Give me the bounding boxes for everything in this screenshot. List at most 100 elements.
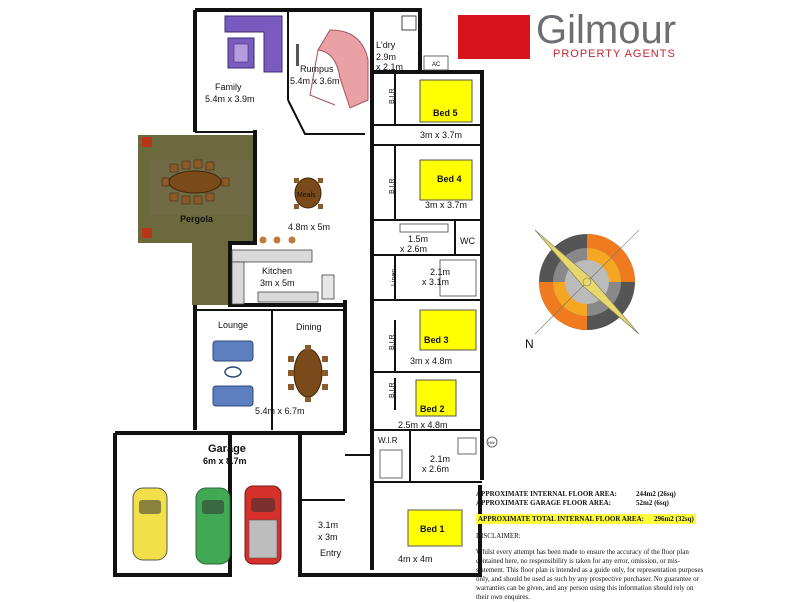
dining-label: Dining — [296, 322, 322, 332]
rumpus-room: Rumpus 5.4m x 3.6m — [290, 29, 369, 109]
entry-label: Entry — [320, 548, 342, 558]
laundry-tub — [401, 15, 417, 31]
ensuite-size-2: x 2.6m — [422, 464, 449, 474]
compass-north: N — [525, 337, 534, 351]
family-sofa — [224, 15, 283, 73]
pergola-area: Pergola — [138, 135, 255, 305]
bed1-size: 4m x 4m — [398, 554, 433, 564]
bed3-label: Bed 3 — [424, 335, 449, 345]
car-yellow — [132, 487, 168, 561]
family-size: 5.4m x 3.9m — [205, 94, 255, 104]
area-summary: APPROXIMATE INTERNAL FLOOR AREA: 244m2 (… — [476, 490, 796, 602]
bed2-size: 2.5m x 4.8m — [398, 420, 448, 430]
bed5-label: Bed 5 — [433, 108, 458, 118]
hot-water-icon — [486, 436, 498, 448]
bed3-room: Bed 3 3m x 4.8m B.I.R — [389, 309, 477, 366]
ac-label: AC — [432, 62, 441, 68]
rumpus-sofa — [317, 29, 369, 109]
rumpus-label: Rumpus — [300, 64, 334, 74]
internal-area-label: APPROXIMATE INTERNAL FLOOR AREA: — [476, 490, 617, 498]
compass-icon: N — [525, 229, 640, 351]
bath1-size-2: x 2.6m — [400, 244, 427, 254]
bed3-bir: B.I.R — [389, 334, 396, 350]
wir-ensuite: W.I.R 2.1m x 2.6m HW — [378, 436, 498, 479]
bed5-bir: B.I.R — [389, 88, 396, 104]
disclaimer-text: Whilst every attempt has been made to en… — [476, 548, 704, 601]
entry-size-1: 3.1m — [318, 520, 338, 530]
bed4-bed — [419, 159, 473, 201]
internal-area-value: 244m2 (26sq) — [636, 490, 676, 498]
laundry-room: L'dry 2.9m x 2.1m AC — [376, 15, 449, 72]
garage-label: Garage — [208, 443, 246, 455]
bath2-size-1: 2.1m — [430, 267, 450, 277]
laundry-size-2: x 2.1m — [376, 62, 403, 72]
bed2-bed — [415, 379, 457, 417]
meals-room: Meals 4.8m x 5m — [288, 177, 330, 232]
bathroom-1: 1.5m x 2.6m WC Linen 2.1m x 3.1m — [391, 223, 477, 297]
meals-table — [294, 177, 322, 209]
hw-label: HW — [488, 440, 495, 445]
bed5-room: Bed 5 3m x 3.7m B.I.R — [389, 79, 473, 140]
wir-label: W.I.R — [378, 436, 398, 445]
bath2-size-2: x 3.1m — [422, 277, 449, 287]
dining-table — [293, 348, 323, 398]
pergola-label: Pergola — [180, 214, 214, 224]
bed2-room: Bed 2 2.5m x 4.8m B.I.R — [389, 379, 457, 430]
lounge-sofa-top — [212, 340, 254, 362]
entry-size-2: x 3m — [318, 532, 338, 542]
family-room: Family 5.4m x 3.9m — [205, 15, 283, 104]
bed5-bed — [419, 79, 473, 123]
meals-label: Meals — [297, 192, 316, 199]
bed4-label: Bed 4 — [437, 174, 462, 184]
wc-label: WC — [460, 236, 475, 246]
car-red — [244, 485, 282, 565]
bed3-size: 3m x 4.8m — [410, 356, 452, 366]
bed5-size: 3m x 3.7m — [420, 130, 462, 140]
garage-area-row: APPROXIMATE GARAGE FLOOR AREA: 52m2 (6sq… — [476, 499, 796, 508]
logo-mark — [458, 15, 530, 59]
bed2-bir: B.I.R — [389, 382, 396, 398]
logo-name: Gilmour — [536, 8, 677, 52]
laundry-size-1: 2.9m — [376, 52, 396, 62]
bed4-bir: B.I.R — [389, 178, 396, 194]
garage-area-value: 52m2 (6sq) — [636, 499, 669, 507]
kitchen-bench — [231, 249, 313, 263]
garage-room: Garage 6m x 8.7m — [132, 443, 282, 565]
bed1-bed — [407, 509, 463, 547]
disclaimer-title: DISCLAIMER: — [476, 532, 521, 540]
linen-label: Linen — [391, 269, 398, 286]
kitchen-room: Kitchen 3m x 5m — [231, 236, 335, 305]
internal-area-row: APPROXIMATE INTERNAL FLOOR AREA: 244m2 (… — [476, 490, 796, 499]
family-label: Family — [215, 82, 242, 92]
planter-icon — [142, 137, 152, 147]
tv-icon — [296, 44, 299, 66]
garage-size: 6m x 8.7m — [203, 456, 247, 466]
bed1-label: Bed 1 — [420, 524, 445, 534]
laundry-label: L'dry — [376, 40, 396, 50]
bed3-bed — [419, 309, 477, 351]
bath1-size-1: 1.5m — [408, 234, 428, 244]
bed4-room: Bed 4 3m x 3.7m B.I.R — [389, 159, 473, 210]
exterior-walls — [113, 8, 484, 577]
entry-room: 3.1m x 3m Entry — [318, 520, 342, 558]
bed4-size: 3m x 3.7m — [425, 200, 467, 210]
lounge-sofa-bottom — [212, 385, 254, 407]
kitchen-label: Kitchen — [262, 266, 292, 276]
total-area-row: APPROXIMATE TOTAL INTERNAL FLOOR AREA: 2… — [476, 514, 696, 524]
total-area-value: 296m2 (32sq) — [653, 515, 694, 523]
ensuite-size-1: 2.1m — [430, 454, 450, 464]
fridge — [321, 274, 335, 300]
shower-icon — [457, 437, 477, 455]
lounge-label: Lounge — [218, 320, 248, 330]
bath2-tub — [439, 259, 477, 297]
logo-tagline: PROPERTY AGENTS — [553, 48, 676, 60]
meals-size: 4.8m x 5m — [288, 222, 330, 232]
coffee-table — [224, 366, 242, 378]
pergola-table — [168, 170, 222, 194]
kitchen-stools — [259, 236, 296, 244]
bed1-room: Bed 1 4m x 4m — [398, 509, 463, 564]
planter-icon — [142, 228, 152, 238]
garage-area-label: APPROXIMATE GARAGE FLOOR AREA: — [476, 499, 612, 507]
kitchen-size: 3m x 5m — [260, 278, 295, 288]
